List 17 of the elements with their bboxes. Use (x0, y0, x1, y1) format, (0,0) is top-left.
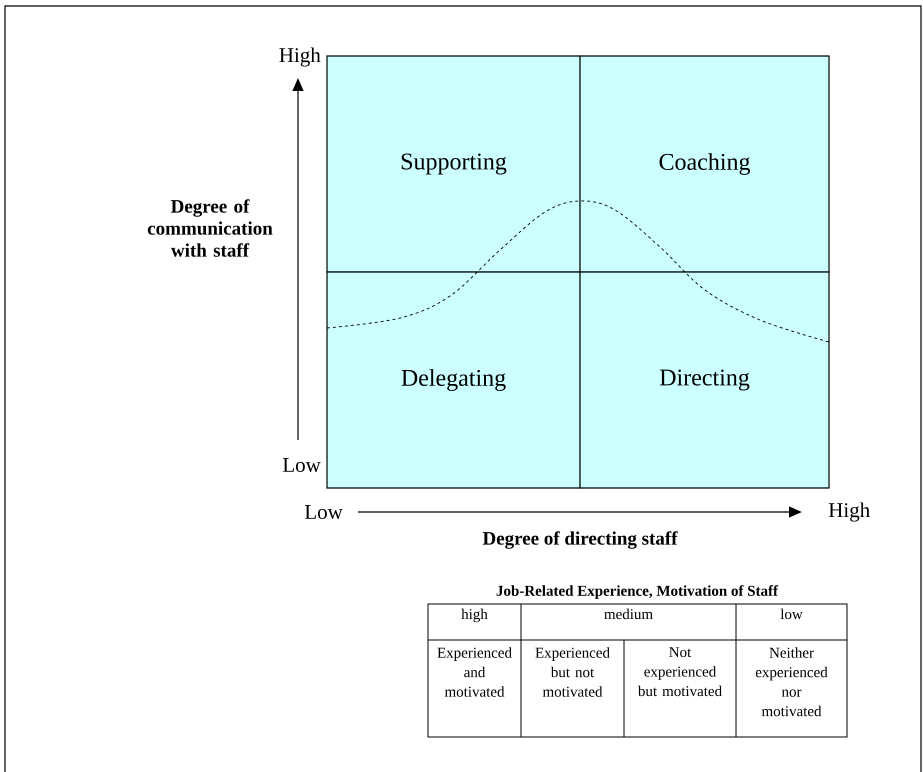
table-header: low (780, 608, 803, 620)
quadrant-box: Supporting (326, 55, 581, 273)
axis-title: Degree of communication with staff (148, 199, 273, 257)
quadrant-box: Coaching (579, 55, 830, 273)
table-cell: Experienced and motivated (437, 647, 512, 697)
table-cell: Not experienced but motivated (638, 647, 722, 696)
axis-label: High (828, 502, 870, 522)
table-header: medium (604, 608, 653, 620)
table-header: high (461, 608, 488, 622)
quadrant-box: Directing (579, 271, 830, 489)
table-title: Job-Related Experience, Motivation of Staff (496, 585, 778, 599)
axis-label: High (279, 47, 321, 67)
axis-label: Low (304, 505, 343, 519)
axis-title: Degree of directing staff (482, 531, 678, 549)
table-cell: Experienced but not motivated (535, 647, 610, 697)
table-cell: Neither experienced nor motivated (756, 647, 828, 716)
quadrant-box: Delegating (326, 271, 581, 489)
